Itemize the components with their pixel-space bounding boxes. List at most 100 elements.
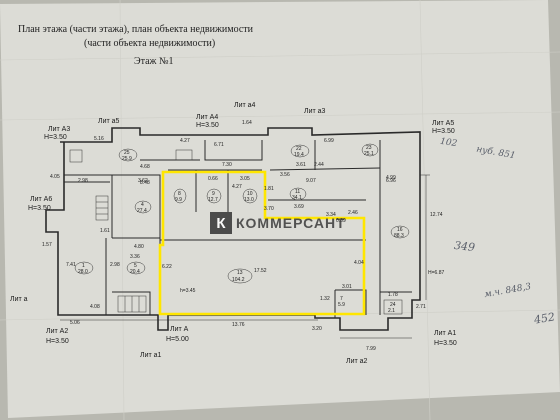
lit-A-label: Лит А <box>170 326 189 333</box>
room-23-number: 23 <box>366 145 372 151</box>
lit-A1-height: H=3.50 <box>434 340 457 347</box>
handwritten-note: 349 <box>453 238 476 255</box>
dim-label: 0.39 <box>336 218 346 224</box>
room-5-area: 20.4 <box>130 269 140 275</box>
dim-label: 2.71 <box>416 304 426 310</box>
room-24-area: 2.1 <box>388 308 395 314</box>
dim-label: 3.05 <box>240 176 250 182</box>
room-22-number: 22 <box>296 146 302 152</box>
lit-a4-label: Лит А4 <box>196 114 219 121</box>
dim-label: 3.69 <box>294 204 304 210</box>
dim-label: 6.96 <box>386 178 396 184</box>
dim-label: 5.16 <box>94 136 104 142</box>
room-16-area: 88.3 <box>394 233 404 239</box>
room-10-number: 10 <box>247 191 253 197</box>
lit-a-small-label: Лит а <box>10 296 28 303</box>
room-16-number: 16 <box>397 227 403 233</box>
dim-label: 3.62 <box>138 178 148 184</box>
room-1-number: 1 <box>82 263 85 269</box>
lit-a2-label: Лит А2 <box>46 328 69 335</box>
dim-label: 17.52 <box>254 268 267 274</box>
lit-a2-height: H=3.50 <box>46 338 69 345</box>
dim-label: 1.61 <box>100 228 110 234</box>
room-11-area: 34.1 <box>292 195 302 201</box>
dim-label: 4.04 <box>354 260 364 266</box>
room-9-number: 9 <box>212 191 215 197</box>
dim-label: 1.81 <box>264 186 274 192</box>
dim-label: 3.36 <box>130 254 140 260</box>
dim-label: 1.57 <box>42 242 52 248</box>
lit-a2-small-label: Лит а2 <box>346 358 368 365</box>
highlighted-premises-outline <box>158 170 366 316</box>
dim-label: 6.99 <box>324 138 334 144</box>
stairs <box>69 149 403 315</box>
room-13-area: 104.2 <box>232 277 245 283</box>
lit-A1-label: Лит А1 <box>434 330 457 337</box>
dim-label: 3.20 <box>312 326 322 332</box>
room-markers <box>74 143 410 284</box>
dim-label: 7.41 <box>66 262 76 268</box>
dim-label: 4.05 <box>50 174 60 180</box>
room-22-area: 19.4 <box>294 152 304 158</box>
lit-a3-small-label: Лит а3 <box>304 108 326 115</box>
dim-label: 6.22 <box>162 264 172 270</box>
room-5-number: 5 <box>134 263 137 269</box>
dim-label: 2.44 <box>314 162 324 168</box>
dim-label: 5.06 <box>70 320 80 326</box>
room-11-number: 11 <box>295 189 301 195</box>
dim-label: 4.08 <box>90 304 100 310</box>
kommersant-logo-icon: К <box>210 212 232 234</box>
watermark: К КОММЕРСАНТ <box>210 212 346 234</box>
doc-title-line1: План этажа (части этажа), план объекта н… <box>18 24 253 35</box>
lit-a5-small-label: Лит а5 <box>98 118 120 125</box>
room-4-number: 4 <box>141 202 144 208</box>
lit-a3-label: Лит А3 <box>48 126 71 133</box>
floor-label: Этаж №1 <box>134 56 174 67</box>
dim-label: 3.61 <box>296 162 306 168</box>
dim-label: 4.80 <box>134 244 144 250</box>
dim-label: 7.99 <box>366 346 376 352</box>
dim-label: 3.56 <box>280 172 290 178</box>
room-8-number: 8 <box>178 191 181 197</box>
room-25-area: 25.9 <box>122 156 132 162</box>
lit-a4-height: H=3.50 <box>196 122 219 129</box>
dim-label: 8.48 <box>140 180 150 186</box>
dim-label: 3.01 <box>342 284 352 290</box>
room-7-area: 5.9 <box>338 302 345 308</box>
dim-label: 1.78 <box>388 292 398 298</box>
lit-a3-height: H=3.50 <box>44 134 67 141</box>
dim-label: 2.98 <box>110 262 120 268</box>
doc-title-line2: (части объекта недвижимости) <box>84 38 216 49</box>
dim-label: 4.99 <box>386 175 396 181</box>
room-height: h=3.45 <box>180 288 196 294</box>
dim-label: 4.27 <box>180 138 190 144</box>
lit-a5-height: H=3.50 <box>432 128 455 135</box>
room-4-area: 27.4 <box>137 208 147 214</box>
dim-label: 0.66 <box>208 176 218 182</box>
room-7-number: 7 <box>340 296 343 302</box>
dim-label: 3.34 <box>326 212 336 218</box>
dim-label: 1.64 <box>242 120 252 126</box>
room-24-number: 24 <box>390 302 396 308</box>
height-total: H=6.87 <box>428 270 445 276</box>
lit-a1-small-label: Лит а1 <box>140 352 162 359</box>
lit-a6-label: Лит А6 <box>30 196 53 203</box>
room-1-area: 28.0 <box>78 269 88 275</box>
dim-label: 12.74 <box>430 212 443 218</box>
room-9-area: 12.7 <box>208 197 218 203</box>
dim-label: 2.46 <box>348 210 358 216</box>
lit-a6-height: H=3.50 <box>28 205 51 212</box>
lit-A-height: H=5.00 <box>166 336 189 343</box>
dim-label: 4.68 <box>140 164 150 170</box>
lit-a5-label: Лит А5 <box>432 120 455 127</box>
room-23-area: 25.1 <box>364 151 374 157</box>
dim-label: 6.71 <box>214 142 224 148</box>
watermark-text: КОММЕРСАНТ <box>236 215 346 231</box>
dim-label: 1.32 <box>320 296 330 302</box>
lit-a4-small-label: Лит а4 <box>234 102 256 109</box>
dim-label: 13.76 <box>232 322 245 328</box>
room-25-number: 25 <box>124 150 130 156</box>
dim-label: 3.70 <box>264 206 274 212</box>
dim-label: 2.98 <box>78 178 88 184</box>
dim-label: 7.30 <box>222 162 232 168</box>
